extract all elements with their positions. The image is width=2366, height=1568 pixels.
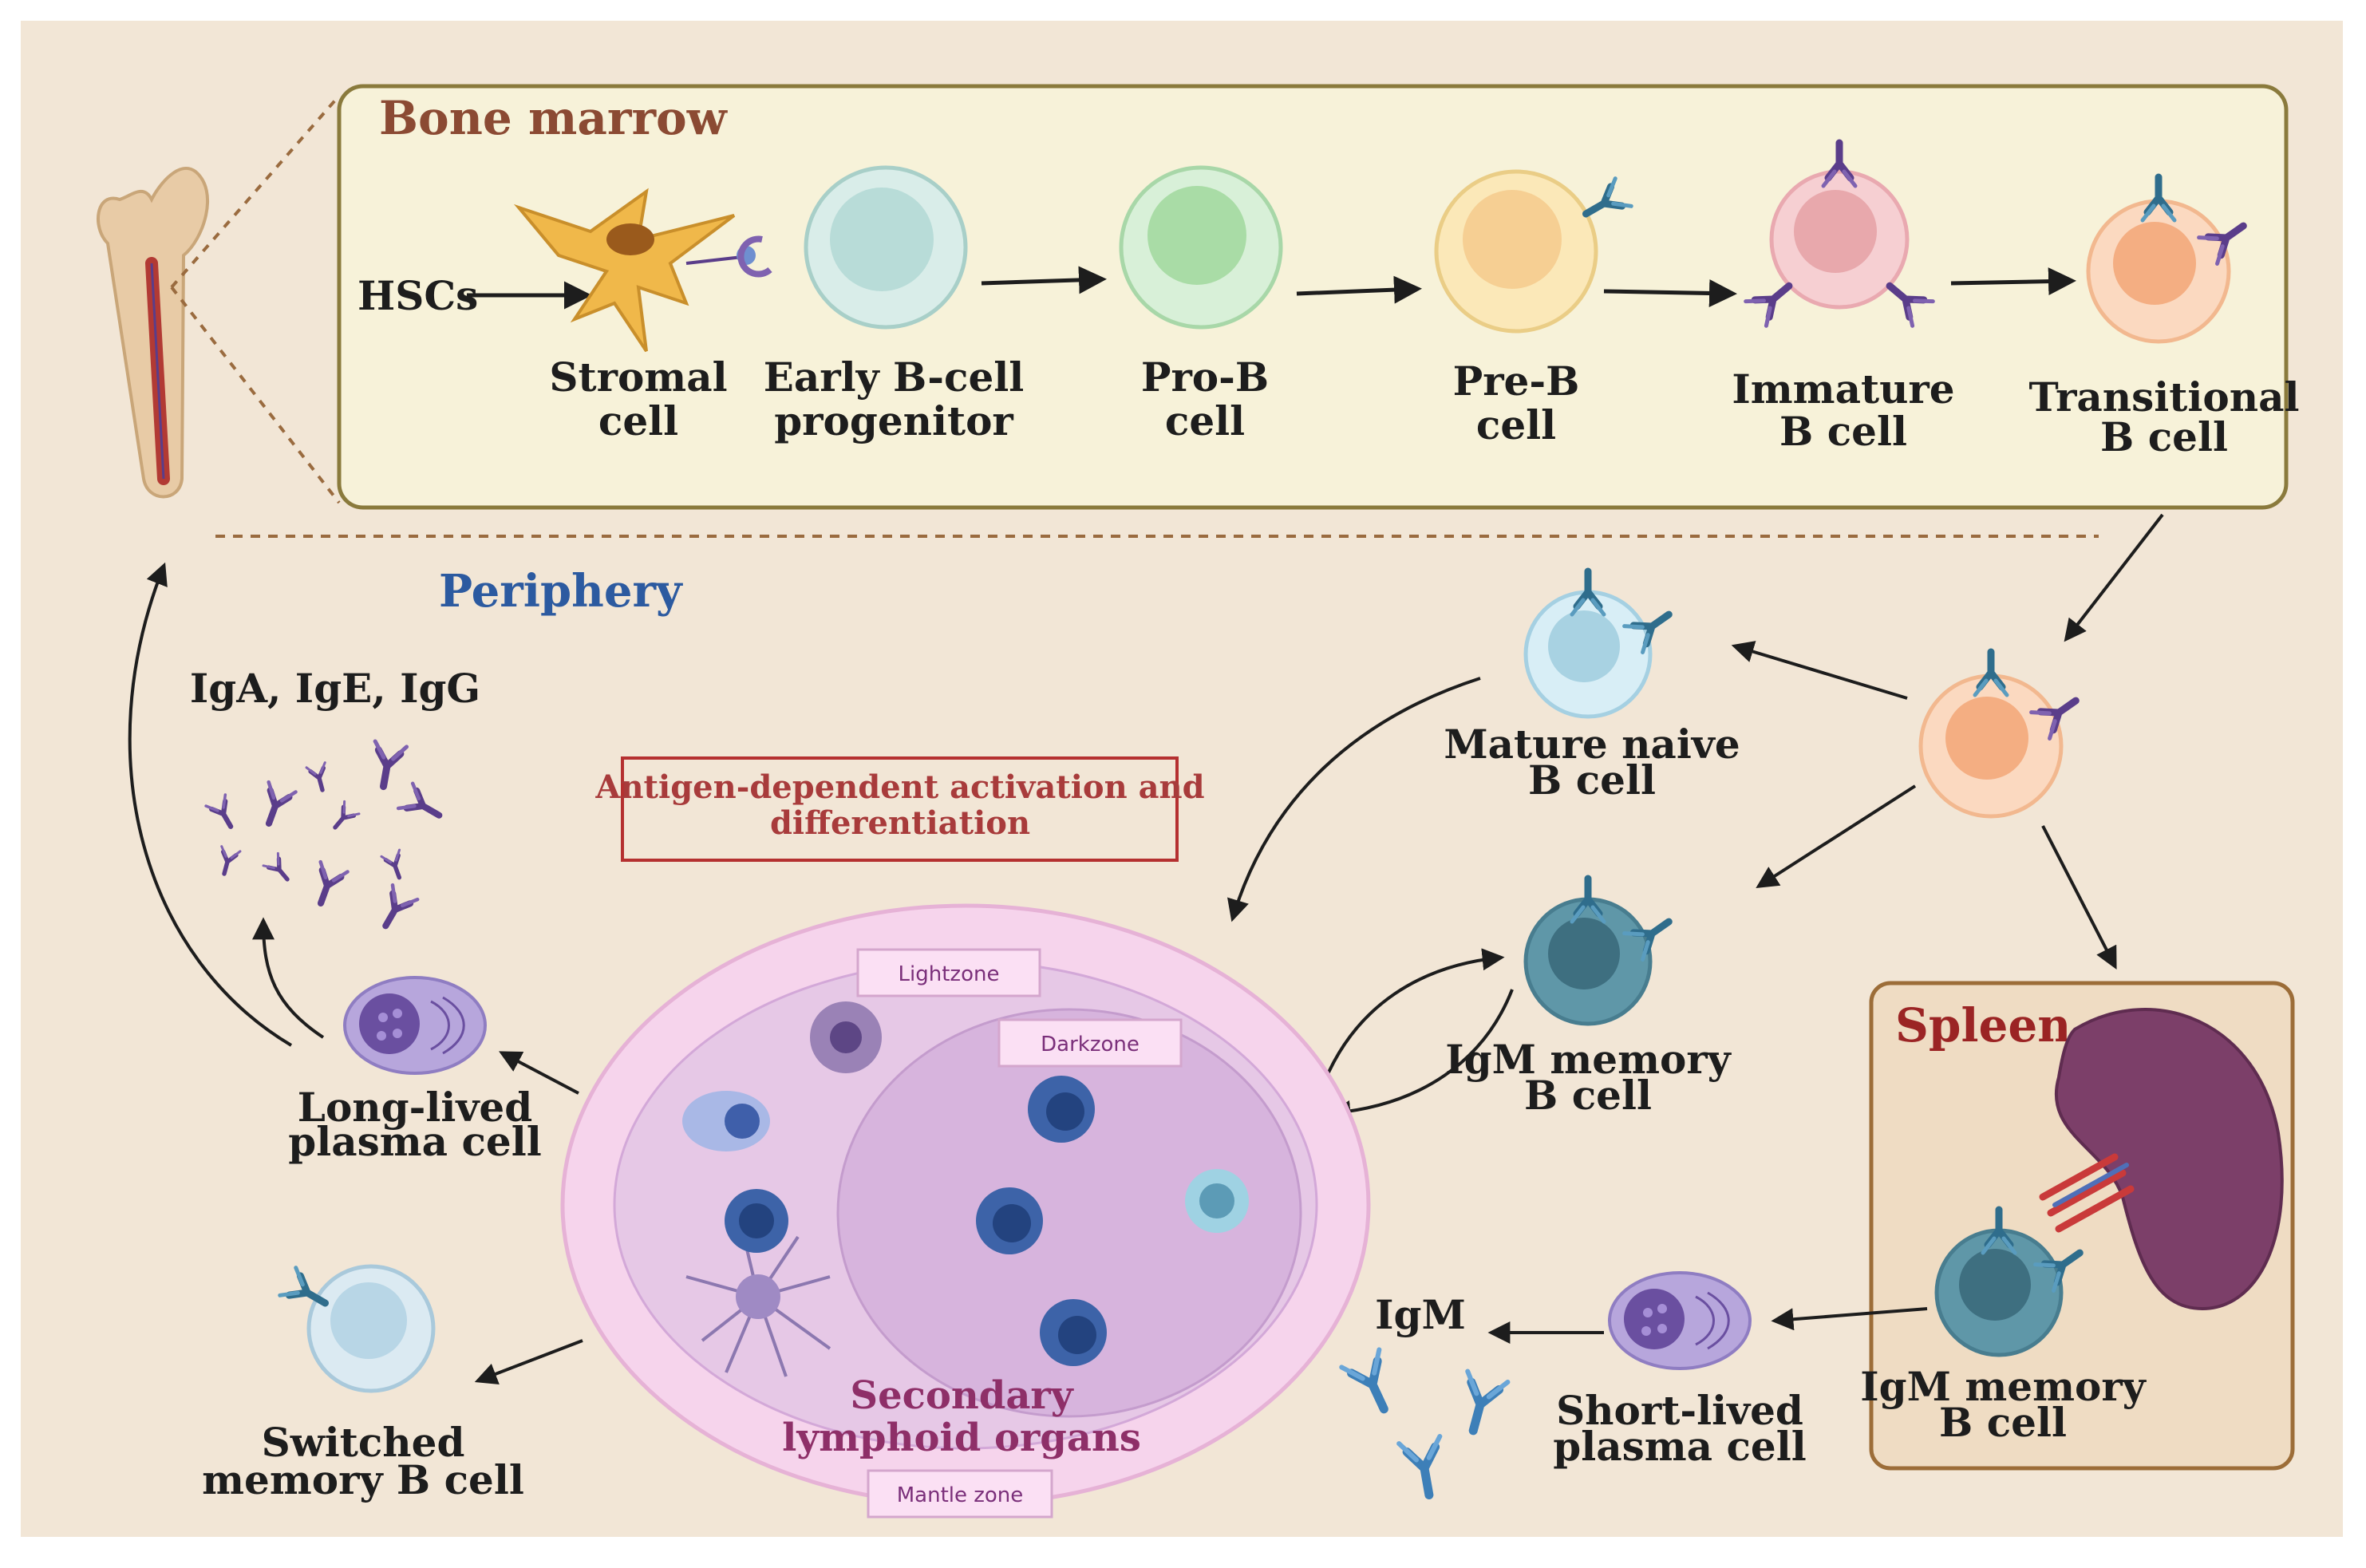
arrow-to-spleen bbox=[2041, 825, 2117, 970]
mantle-zone-label: Mantle zone bbox=[897, 1483, 1024, 1507]
short-lived-label-2: plasma cell bbox=[1553, 1423, 1806, 1470]
pre-b-cell bbox=[1434, 169, 1631, 334]
mature-naive-b-cell bbox=[1523, 571, 1678, 719]
stromal-label-2: cell bbox=[598, 397, 678, 444]
light-zone-label: Lightzone bbox=[899, 962, 1000, 986]
arrow-immature-transitional bbox=[1950, 267, 2076, 296]
bone-icon bbox=[97, 166, 209, 499]
arrow-lymphoid-to-longlived bbox=[499, 1051, 579, 1095]
early-b-label-2: progenitor bbox=[774, 397, 1013, 444]
antigen-label-1: Antigen-dependent activation and bbox=[594, 768, 1204, 806]
long-lived-label-2: plasma cell bbox=[288, 1118, 541, 1165]
antigen-activation-box bbox=[621, 756, 1179, 862]
arrow-lymphoid-to-memory bbox=[1323, 948, 1505, 1082]
transitional-label-1: Transitional bbox=[2029, 373, 2300, 421]
peripheral-transitional-cell bbox=[1918, 652, 2085, 819]
spleen-igm-memory-label-1: IgM memory bbox=[1860, 1363, 2147, 1410]
switched-memory-b-cell bbox=[280, 1266, 436, 1393]
transitional-label-2: B cell bbox=[2100, 413, 2228, 460]
arrow-longlived-up bbox=[252, 917, 325, 1039]
long-lived-label-1: Long-lived bbox=[298, 1084, 532, 1131]
plasmablast-nucleus bbox=[725, 1104, 760, 1139]
immature-label-2: B cell bbox=[1779, 408, 1907, 455]
immature-b-cell bbox=[1746, 143, 1933, 326]
arrow-early-pro bbox=[981, 266, 1107, 294]
transitional-b-cell bbox=[2086, 177, 2253, 344]
pro-b-label-1: Pro-B bbox=[1141, 353, 1269, 401]
secondary-label-2: lymphoid organs bbox=[782, 1416, 1141, 1460]
light-zone-tag bbox=[856, 948, 1041, 997]
dark-zone-label: Darkzone bbox=[1041, 1033, 1140, 1057]
gc-b-cell-5-nucleus bbox=[1199, 1183, 1234, 1218]
secondary-label-1: Secondary bbox=[850, 1373, 1074, 1418]
spleen-igm-memory-label-2: B cell bbox=[1939, 1399, 2067, 1446]
projection-line-bottom bbox=[170, 286, 341, 504]
arrow-longlived-to-bonemarrow bbox=[128, 562, 293, 1047]
stromal-cell bbox=[513, 188, 772, 353]
pre-b-label-2: cell bbox=[1476, 401, 1556, 448]
hscs-label: HSCs bbox=[357, 272, 478, 319]
arrow-transitional-periphery bbox=[2064, 513, 2164, 642]
arrow-naive-to-lymphoid bbox=[1227, 677, 1481, 922]
igm-label: IgM bbox=[1375, 1291, 1466, 1338]
pre-b-label-1: Pre-B bbox=[1453, 357, 1580, 405]
iga-ige-igg-label: IgA, IgE, IgG bbox=[190, 665, 480, 712]
arrow-memory-to-lymphoid bbox=[1328, 989, 1514, 1123]
early-b-progenitor-cell bbox=[804, 165, 968, 330]
spleen-organ-icon bbox=[2039, 1008, 2284, 1311]
immature-label-1: Immature bbox=[1732, 365, 1954, 413]
early-b-label-1: Early B-cell bbox=[764, 353, 1025, 401]
igm-memory-b-cell bbox=[1523, 879, 1678, 1026]
switched-memory-label-1: Switched bbox=[262, 1419, 465, 1466]
spleen-title: Spleen bbox=[1895, 998, 2071, 1053]
antigen-label-2: differentiation bbox=[770, 804, 1030, 842]
gc-b-cell-2-nucleus bbox=[1046, 1092, 1084, 1131]
periphery-title: Periphery bbox=[439, 565, 683, 618]
mature-naive-label-1: Mature naive bbox=[1444, 721, 1740, 768]
spleen-igm-memory-b-cell bbox=[1934, 1210, 2089, 1357]
arrow-pro-pre bbox=[1296, 275, 1422, 304]
dendritic-cell bbox=[685, 1228, 831, 1377]
stromal-label-1: Stromal bbox=[549, 353, 727, 401]
follicular-dendritic-cell bbox=[810, 1001, 882, 1073]
short-lived-label-1: Short-lived bbox=[1556, 1387, 1803, 1434]
arrow-pre-immature bbox=[1603, 278, 1737, 307]
gc-b-cell-1-nucleus bbox=[739, 1203, 774, 1238]
pro-b-label-2: cell bbox=[1165, 397, 1245, 444]
short-lived-plasma-cell bbox=[1608, 1271, 1752, 1370]
igm-memory-label-1: IgM memory bbox=[1445, 1036, 1732, 1083]
switched-memory-label-2: memory B cell bbox=[202, 1456, 524, 1503]
igm-memory-label-2: B cell bbox=[1524, 1072, 1652, 1119]
arrow-lymphoid-to-switched bbox=[474, 1339, 583, 1385]
pro-b-cell bbox=[1119, 165, 1283, 330]
mantle-zone-tag bbox=[867, 1469, 1053, 1519]
arrow-spleen-to-shortlived bbox=[1771, 1307, 1928, 1331]
long-lived-plasma-cell bbox=[343, 976, 487, 1075]
arrow-to-igm-memory bbox=[1756, 784, 1917, 889]
gc-b-cell-4-nucleus bbox=[1058, 1316, 1096, 1354]
dark-zone-tag bbox=[997, 1018, 1183, 1068]
bone-marrow-title: Bone marrow bbox=[379, 91, 729, 145]
arrow-to-mature-naive bbox=[1731, 641, 1908, 700]
mature-naive-label-2: B cell bbox=[1528, 756, 1656, 804]
projection-line-top bbox=[170, 94, 341, 289]
gc-b-cell-3-nucleus bbox=[993, 1204, 1031, 1242]
